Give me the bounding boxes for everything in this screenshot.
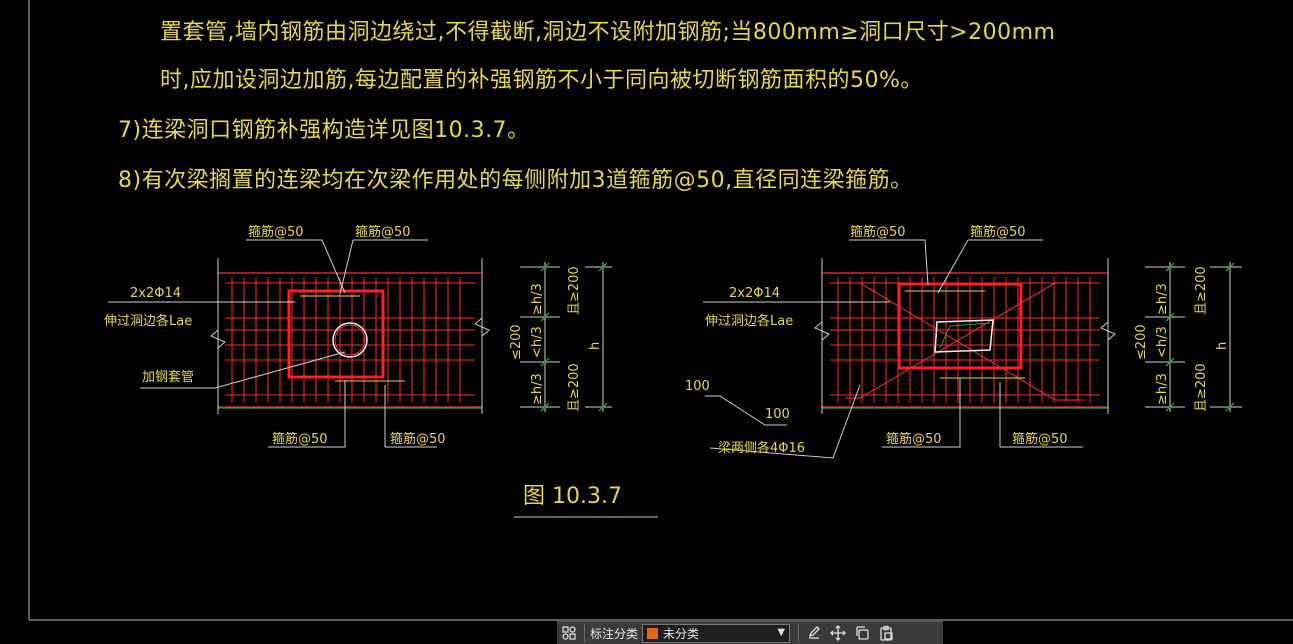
right-opening-shape — [934, 319, 994, 353]
right-beam-detail: 箍筋@50 箍筋@50 2x2Φ14 伸过洞边各Lae 100 100 梁两侧各… — [685, 224, 1242, 459]
right-dim-mid-label: <h/3 — [1155, 326, 1170, 358]
right-additional-bars — [905, 290, 1025, 379]
note-line-4: 8)有次梁搁置的连梁均在次梁作用处的每侧附加3道箍筋@50,直径同连梁箍筋。 — [118, 168, 913, 193]
right-anchor-label: 伸过洞边各Lae — [705, 313, 793, 329]
left-dimension-ticks — [540, 262, 608, 412]
note-line-2: 时,应加设洞边加筋,每边配置的补强钢筋不小于同向被切断钢筋面积的50%。 — [160, 68, 923, 93]
left-break-mark-left — [210, 329, 226, 349]
left-dim-h-label: h — [588, 342, 603, 350]
left-longitudinal-bars — [225, 282, 475, 396]
right-dimension-ticks — [1165, 262, 1235, 412]
left-leaders — [108, 239, 437, 448]
left-beam-detail: 箍筋@50 箍筋@50 2x2Φ14 伸过洞边各Lae 加钢套管 箍筋@50 箍… — [104, 224, 612, 448]
left-stirrup-bottom-right-label: 箍筋@50 — [390, 431, 446, 447]
right-side-bars-label: 梁两侧各4Φ16 — [718, 440, 805, 456]
left-steel-sleeve-inner — [334, 324, 366, 356]
right-dim-ge200-top-label: 且≥200 — [1194, 266, 1209, 315]
left-additional-bars — [300, 295, 405, 382]
left-sleeve-label: 加钢套管 — [142, 369, 194, 385]
left-dim-ge200-bot-label: 且≥200 — [567, 363, 582, 412]
left-steel-sleeve — [332, 322, 368, 358]
right-opening-inner — [939, 322, 991, 349]
right-opening-reinforcement-box — [897, 282, 1023, 370]
left-stirrups — [231, 277, 461, 403]
left-dim-le200-label: ≤200 — [509, 324, 524, 360]
left-dim-bot-label: ≥h/3 — [530, 373, 545, 405]
annotation-category-label: 标注分类 — [590, 626, 639, 641]
copy-icon[interactable] — [850, 622, 874, 644]
right-stirrup-bottom-right-label: 箍筋@50 — [1012, 431, 1068, 447]
grid-menu-icon[interactable] — [557, 622, 581, 644]
note-line-3: 7)连梁洞口钢筋补强构造详见图10.3.7。 — [118, 118, 530, 143]
left-stirrup-top-left-label: 箍筋@50 — [248, 224, 304, 240]
right-stirrup-top-right-label: 箍筋@50 — [970, 224, 1026, 240]
right-dim-100a-label: 100 — [685, 379, 710, 394]
annotation-category-select[interactable]: 未分类 ▼ — [642, 623, 791, 643]
left-opening-reinforcement-box — [287, 289, 385, 379]
right-break-mark-left — [814, 321, 830, 341]
right-dim-bot-label: ≥h/3 — [1155, 373, 1170, 405]
left-stirrup-bottom-left-label: 箍筋@50 — [272, 431, 328, 447]
left-stirrup-top-right-label: 箍筋@50 — [355, 224, 411, 240]
left-bars-label: 2x2Φ14 — [130, 286, 181, 301]
left-dim-ge200-top-label: 且≥200 — [567, 266, 582, 315]
edit-icon[interactable] — [802, 622, 826, 644]
chevron-down-icon: ▼ — [777, 626, 786, 638]
right-dimension-lines — [1145, 262, 1242, 412]
right-dim-ge200-bot-label: 且≥200 — [1194, 363, 1209, 412]
left-dim-top-label: ≥h/3 — [530, 283, 545, 315]
move-icon[interactable] — [826, 622, 850, 644]
figure-caption: 图 10.3.7 — [523, 484, 622, 509]
toolbar-separator — [584, 624, 585, 642]
annotation-toolbar: 标注分类 未分类 ▼ — [557, 621, 943, 644]
category-color-swatch — [647, 627, 659, 639]
right-bars-label: 2x2Φ14 — [729, 286, 780, 301]
toolbar-separator — [798, 624, 800, 642]
left-dim-mid-label: <h/3 — [530, 326, 545, 358]
annotation-category-value: 未分类 — [663, 626, 700, 641]
right-diagonal-bars — [845, 282, 1085, 401]
left-break-mark-right — [474, 317, 490, 337]
right-stirrups — [837, 277, 1091, 403]
right-dim-h-label: h — [1215, 342, 1230, 350]
right-stirrup-bottom-left-label: 箍筋@50 — [886, 431, 942, 447]
note-line-1: 置套管,墙内钢筋由洞边绕过,不得截断,洞边不设附加钢筋;当800mm≥洞口尺寸>… — [160, 20, 1056, 45]
left-dimension-lines — [520, 262, 612, 412]
right-stirrup-top-left-label: 箍筋@50 — [850, 224, 906, 240]
right-dim-top-label: ≥h/3 — [1155, 283, 1170, 315]
right-leaders — [703, 239, 1083, 459]
paste-icon[interactable] — [874, 622, 898, 644]
right-dim-100b-label: 100 — [765, 407, 790, 422]
right-break-mark-right — [1100, 321, 1116, 341]
left-anchor-label: 伸过洞边各Lae — [104, 313, 192, 329]
right-dim-le200-label: ≤200 — [1134, 324, 1149, 360]
